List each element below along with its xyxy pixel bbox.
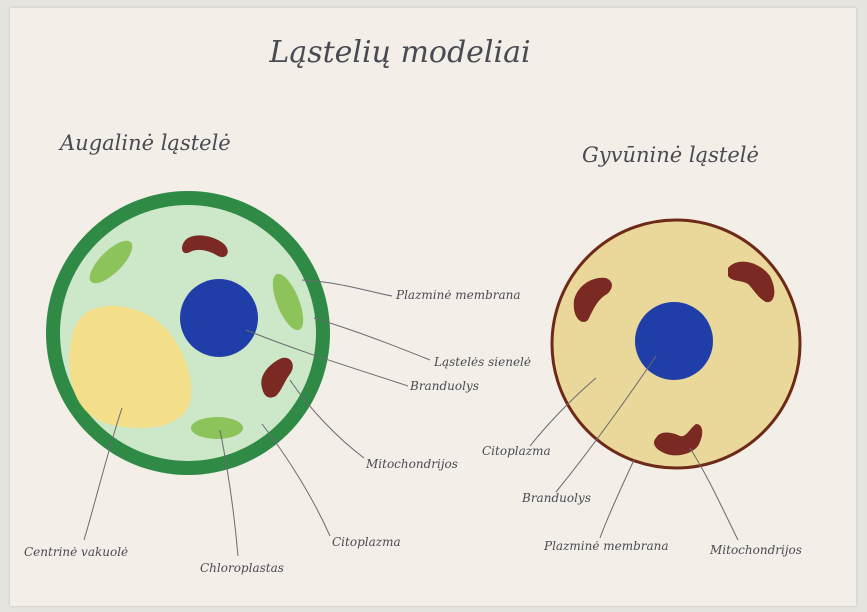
plant-cell [46,191,330,475]
animal-nucleus [635,302,713,380]
label-animal-nucleus: Branduolys [521,491,591,505]
plant-nucleus [180,279,258,357]
animal-cell [552,220,800,468]
label-central-vacuole: Centrinė vakuolė [24,545,128,559]
page-title: Ląstelių modeliai [268,35,530,70]
animal-cell-heading: Gyvūninė ląstelė [582,143,759,167]
label-plant-cytoplasm: Citoplazma [332,535,401,549]
chloroplast [191,417,243,439]
label-mitochondria: Mitochondrijos [365,457,458,471]
plant-cell-heading: Augalinė ląstelė [58,131,231,155]
label-animal-mitochondria: Mitochondrijos [709,543,802,557]
label-animal-cytoplasm: Citoplazma [482,444,551,458]
label-nucleus: Branduolys [409,379,479,393]
label-cell-wall: Ląstelės sienelė [433,355,531,369]
label-animal-plasma-membrane: Plazminė membrana [543,539,669,553]
label-chloroplast: Chloroplastas [200,561,284,575]
label-plasma-membrane: Plazminė membrana [395,288,521,302]
